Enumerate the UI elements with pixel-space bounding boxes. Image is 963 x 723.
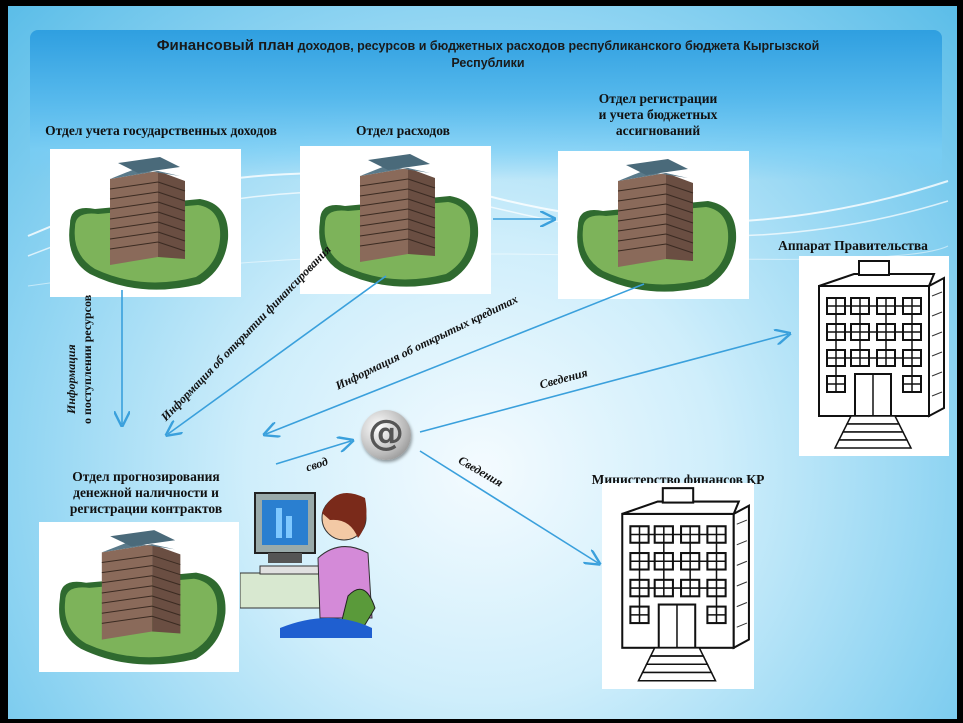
label-forecast-dept: Отдел прогнозирования денежной наличност… — [36, 469, 256, 517]
label-registration-l2: и учета бюджетных — [598, 107, 718, 122]
title-bold: Финансовый план — [156, 37, 295, 54]
forecast-dept-building-image — [39, 522, 239, 672]
label-expense-dept: Отдел расходов — [356, 123, 450, 138]
expense-dept-building-image — [300, 146, 491, 294]
label-registration-dept: Отдел регистрации и учета бюджетных асси… — [568, 91, 748, 139]
government-building-image — [799, 256, 949, 456]
arrow-svedeniya-ministry — [419, 450, 598, 563]
edge-label-info-resources-l2: о поступлении ресурсов — [80, 294, 94, 424]
arrow-svod — [275, 441, 351, 465]
arrow-svedeniya-gov — [419, 334, 788, 433]
edge-label-info-resources-l1: Информация — [64, 344, 78, 414]
arrows-layer — [8, 6, 957, 719]
arrow-expense-to-forecast — [168, 275, 387, 434]
label-government-office: Аппарат Правительства — [778, 238, 928, 253]
label-revenue-dept: Отдел учета государственных доходов — [45, 123, 277, 138]
revenue-dept-building-image — [50, 149, 241, 297]
slide: Финансовый план доходов, ресурсов и бюдж… — [8, 6, 957, 719]
label-forecast-l1: Отдел прогнозирования — [72, 469, 220, 484]
arrow-registration-to-forecast — [266, 283, 645, 434]
label-forecast-l3: регистрации контрактов — [69, 501, 223, 516]
label-registration-l3: ассигнований — [615, 123, 701, 138]
person-at-computer-image — [240, 492, 376, 638]
title-rest: доходов, ресурсов и бюджетных расходов р… — [297, 39, 820, 70]
ministry-building-image — [602, 483, 754, 689]
page-title: Финансовый план доходов, ресурсов и бюдж… — [128, 37, 848, 72]
registration-dept-building-image — [558, 151, 749, 299]
label-forecast-l2: денежной наличности и — [73, 485, 219, 500]
email-at-icon: @ — [361, 410, 411, 460]
label-registration-l1: Отдел регистрации — [598, 91, 718, 106]
